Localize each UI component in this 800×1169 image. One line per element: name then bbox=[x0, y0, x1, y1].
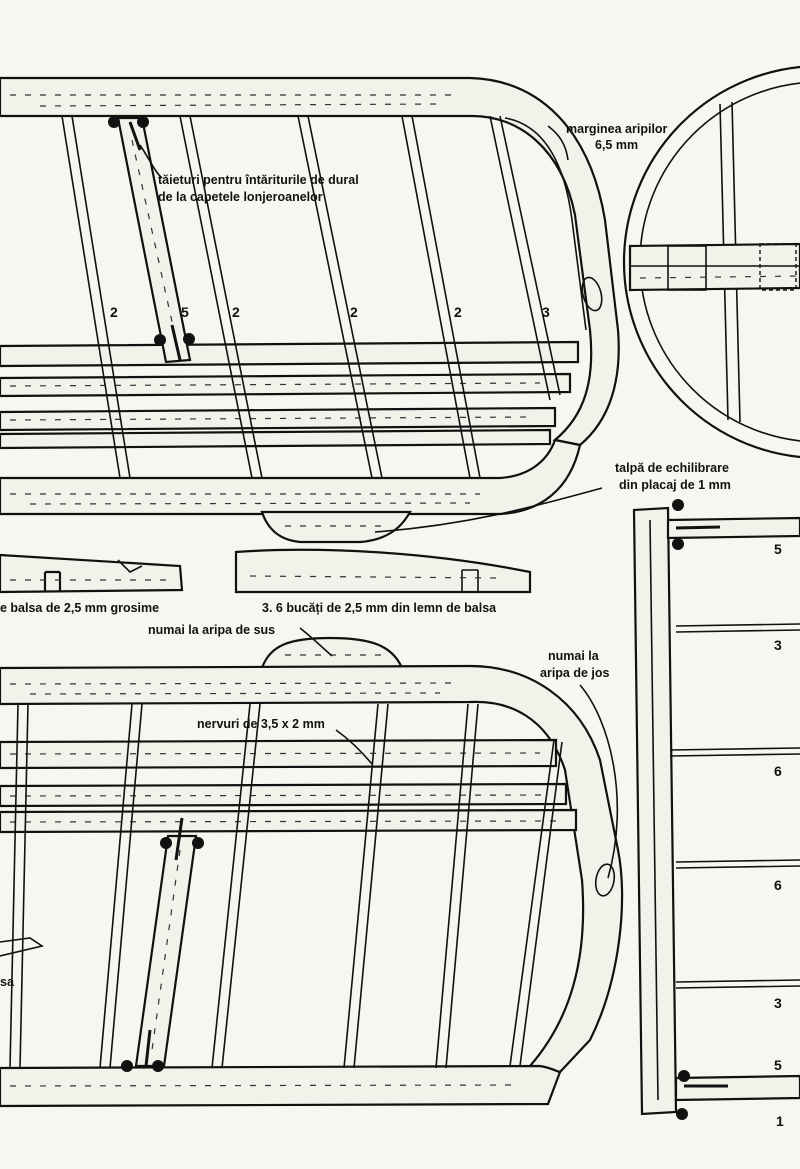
rib-number-2: 5 bbox=[181, 304, 189, 320]
lower-wing bbox=[0, 636, 624, 1108]
label-lower-only-2: aripa de jos bbox=[540, 666, 610, 680]
upper-only-bump bbox=[260, 636, 404, 670]
rib-number-1: 2 bbox=[110, 304, 118, 320]
frame-number-3: 6 bbox=[774, 763, 782, 779]
lower-rib-6 bbox=[435, 703, 479, 1069]
frame-number-6: 5 bbox=[774, 1057, 782, 1073]
lower-rib-4 bbox=[211, 703, 261, 1069]
rib-number-3: 2 bbox=[232, 304, 240, 320]
label-dural-cuts-2: de la capetele lonjeroanelor bbox=[158, 190, 323, 204]
upper-wing bbox=[0, 76, 620, 544]
lower-only-leader bbox=[579, 684, 619, 879]
ribs-leader bbox=[335, 729, 373, 765]
lower-wing-leading-edge bbox=[0, 664, 624, 1074]
frame-number-4: 6 bbox=[774, 877, 782, 893]
frame-number-1: 5 bbox=[774, 541, 782, 557]
balance-skid bbox=[260, 510, 412, 544]
lower-wing-trailing-edge bbox=[0, 1064, 562, 1108]
upper-wing-spar-3 bbox=[0, 406, 557, 432]
upper-wing-trailing-edge bbox=[0, 438, 582, 516]
lower-rib-5 bbox=[343, 703, 389, 1069]
lower-wing-spar-3 bbox=[0, 808, 578, 834]
upper-main-rib bbox=[116, 116, 192, 364]
upper-only-leader bbox=[299, 627, 333, 657]
right-frame-post bbox=[632, 506, 678, 1116]
upper-wing-spar-1 bbox=[0, 340, 580, 368]
label-lower-only-1: numai la bbox=[548, 649, 600, 663]
rib-number-5: 2 bbox=[454, 304, 462, 320]
label-skid-1: talpă de echilibrare bbox=[615, 461, 729, 475]
label-ribs: nervuri de 3,5 x 2 mm bbox=[197, 717, 325, 731]
upper-rib-3 bbox=[179, 115, 263, 479]
right-frame-bottom-bar bbox=[674, 1074, 800, 1102]
round-tip-detail bbox=[622, 65, 800, 459]
upper-rib-6 bbox=[489, 115, 561, 401]
label-upper-wing-only: numai la aripa de sus bbox=[148, 623, 275, 637]
part-rib-right bbox=[234, 548, 532, 594]
upper-rib-4 bbox=[297, 115, 383, 479]
wing-edge-leader bbox=[547, 125, 569, 161]
balsa-parts-row bbox=[0, 548, 532, 594]
frame-number-2: 3 bbox=[774, 637, 782, 653]
upper-rib-1 bbox=[61, 115, 131, 479]
label-skid-2: din placaj de 1 mm bbox=[619, 478, 731, 492]
upper-tip-cutout bbox=[581, 276, 603, 312]
lower-rib-2 bbox=[99, 703, 143, 1069]
label-cut-sa: sa bbox=[0, 975, 15, 989]
frame-number-5: 3 bbox=[774, 995, 782, 1011]
rib-number-4: 2 bbox=[350, 304, 358, 320]
label-dural-cuts-1: tăieturi pentru întăriturile de dural bbox=[158, 173, 359, 187]
lower-rib-7 bbox=[509, 739, 563, 1067]
right-frame-top-bar bbox=[666, 516, 800, 540]
upper-wing-spar-4 bbox=[0, 428, 552, 450]
right-frame-column bbox=[632, 499, 800, 1120]
lower-rib-1 bbox=[9, 703, 29, 1069]
skid-leader bbox=[374, 487, 603, 533]
dural-leader bbox=[139, 144, 163, 179]
label-six-pieces: 3. 6 bucăți de 2,5 mm din lemn de balsa bbox=[262, 601, 497, 615]
lower-tip-cutout bbox=[594, 863, 616, 897]
label-wing-edge-2: 6,5 mm bbox=[595, 138, 638, 152]
label-wing-edge-1: marginea aripilor bbox=[566, 122, 668, 136]
rib-number-6: 3 bbox=[542, 304, 550, 320]
lower-main-rib bbox=[134, 834, 198, 1068]
frame-number-7: 1 bbox=[776, 1113, 784, 1129]
label-balsa-thickness: e balsa de 2,5 mm grosime bbox=[0, 601, 159, 615]
upper-rib-5 bbox=[401, 115, 481, 479]
part-rib-left bbox=[0, 553, 184, 594]
